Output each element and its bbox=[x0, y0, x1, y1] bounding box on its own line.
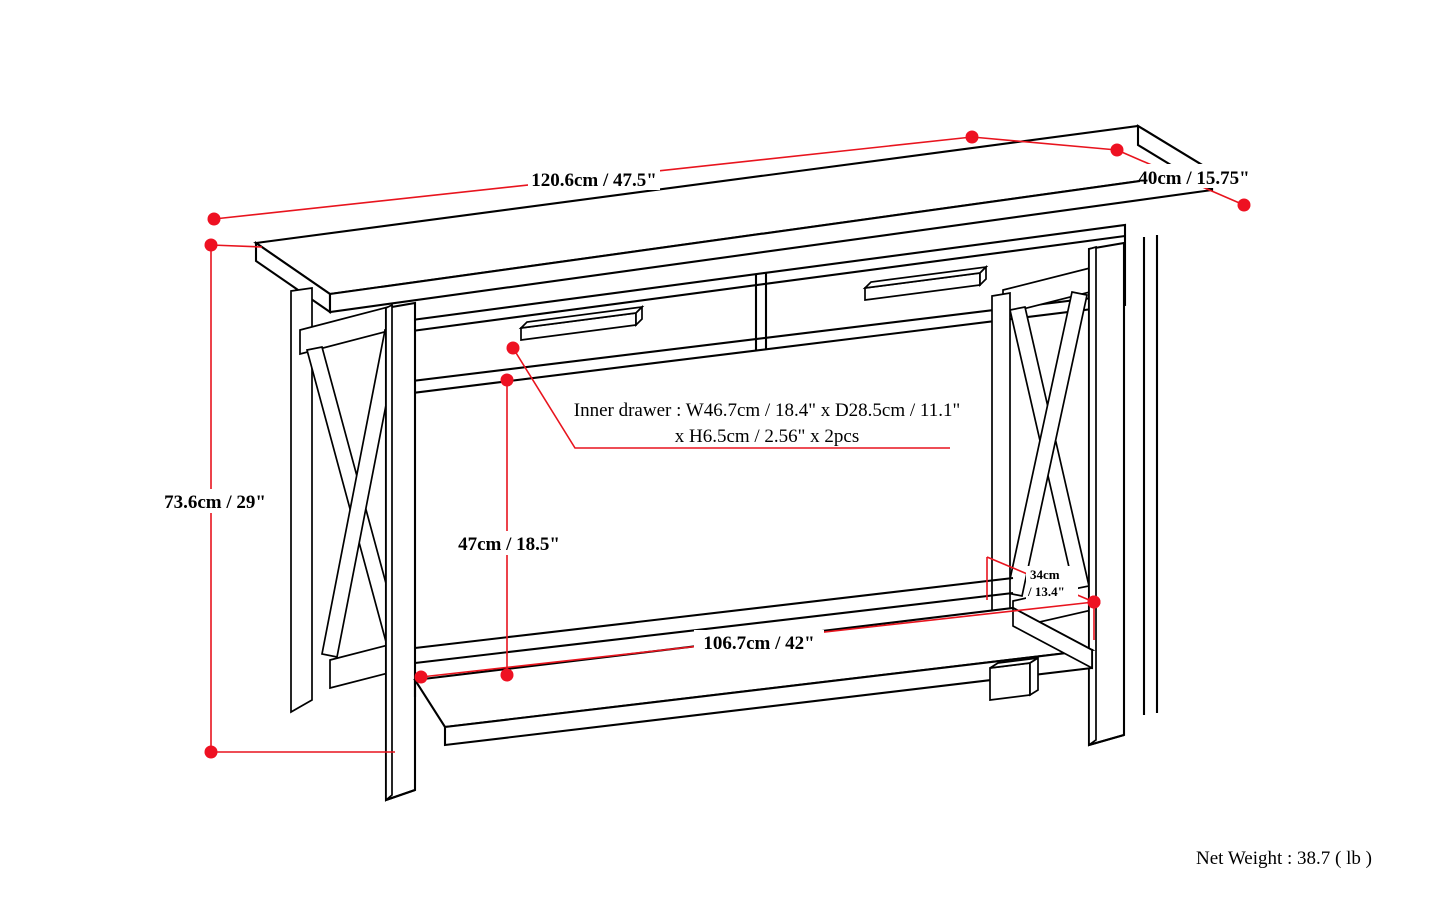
lower-shelf bbox=[413, 606, 1096, 747]
callout-inner-drawer-leader bbox=[506, 341, 950, 449]
dimension-overall-depth: 40cm / 15.75" bbox=[971, 136, 1251, 212]
dimension-label-shelf-width: 106.7cm / 42" bbox=[703, 633, 814, 654]
dimension-overall-width: 120.6cm / 47.5" bbox=[207, 130, 979, 226]
dim-dot-width-left bbox=[207, 212, 221, 226]
net-weight-label: Net Weight : 38.7 ( lb ) bbox=[1196, 848, 1372, 869]
table-top bbox=[253, 124, 1216, 314]
footer-net-weight: Net Weight : 38.7 ( lb ) bbox=[1196, 848, 1372, 869]
dimension-shelf-clearance-height: 47cm / 18.5" bbox=[453, 373, 565, 682]
callout-inner-drawer-line2: x H6.5cm / 2.56" x 2pcs bbox=[675, 426, 860, 447]
center-support-block bbox=[989, 656, 1039, 701]
dimension-overall-height: 73.6cm / 29" bbox=[152, 238, 395, 759]
dimension-label-overall-height: 73.6cm / 29" bbox=[164, 492, 266, 513]
dim-dot-height-top bbox=[204, 238, 218, 252]
dimension-annotations: 120.6cm / 47.5" 40cm / 15.75" 73.6cm / 2… bbox=[152, 130, 1251, 759]
furniture-drawing bbox=[253, 124, 1216, 802]
dim-dot-inner-drawer bbox=[506, 341, 520, 355]
dimension-label-shelf-depth-line1: 34cm bbox=[1030, 567, 1060, 582]
dimension-label-shelf-depth-line2: / 13.4" bbox=[1027, 584, 1065, 599]
dim-dot-clearance-bottom bbox=[500, 668, 514, 682]
dim-dot-shelf-depth bbox=[1087, 595, 1101, 609]
left-side-x-brace-panel bbox=[290, 287, 417, 802]
dimension-label-shelf-clearance-height: 47cm / 18.5" bbox=[458, 534, 560, 555]
back-stretcher-rail bbox=[414, 576, 1014, 665]
dimension-label-overall-depth: 40cm / 15.75" bbox=[1138, 168, 1249, 189]
dim-dot-clearance-top bbox=[500, 373, 514, 387]
text-callouts: Inner drawer : W46.7cm / 18.4" x D28.5cm… bbox=[574, 400, 960, 447]
dimension-shelf-depth: 34cm / 13.4" bbox=[986, 556, 1101, 640]
dim-dot-shelf-width-left bbox=[414, 670, 428, 684]
dim-dot-depth-bottom bbox=[1237, 198, 1251, 212]
dim-dot-depth-top bbox=[1110, 143, 1124, 157]
dim-dot-height-bottom bbox=[204, 745, 218, 759]
dimension-label-overall-width: 120.6cm / 47.5" bbox=[531, 170, 657, 191]
dimension-shelf-width: 106.7cm / 42" bbox=[414, 595, 1101, 684]
drawer-handle-left bbox=[518, 304, 645, 341]
drawer-handle-right bbox=[862, 264, 989, 301]
callout-inner-drawer-line1: Inner drawer : W46.7cm / 18.4" x D28.5cm… bbox=[574, 400, 960, 421]
